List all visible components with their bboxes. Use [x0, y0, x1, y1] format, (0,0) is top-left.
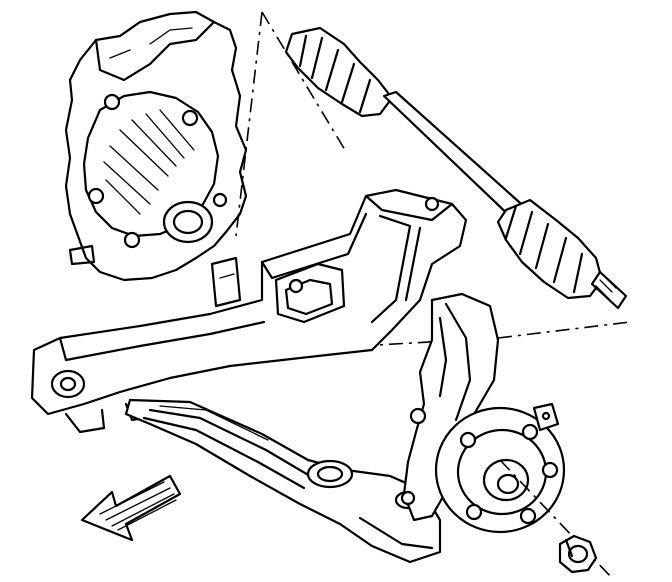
- front-subframe: [30, 188, 468, 434]
- hub-stud-4: [519, 507, 537, 525]
- output-seal: [162, 200, 214, 244]
- housing-bolt-5: [212, 192, 228, 208]
- subframe-hole-1: [288, 278, 304, 294]
- housing-bolt-3: [87, 187, 105, 205]
- hub-nut: [558, 534, 598, 574]
- hub-center: [482, 458, 530, 502]
- housing-bolt-1: [103, 93, 121, 111]
- wheel-hub: [434, 402, 566, 534]
- subframe-mount-right: [424, 196, 440, 212]
- inner-cv-boot: [284, 26, 394, 118]
- steering-knuckle: [400, 292, 500, 522]
- transaxle-housing: [64, 10, 248, 282]
- hub-stud-2: [521, 423, 539, 441]
- callout-lines: [235, 11, 631, 347]
- hub-stud-1: [459, 431, 477, 449]
- hub-stud-3: [541, 461, 559, 479]
- housing-bolt-4: [123, 231, 141, 249]
- housing-bolt-2: [181, 109, 199, 127]
- hub-stud-5: [465, 503, 483, 521]
- ball-joint-boss: [306, 459, 354, 489]
- lower-control-arm: [124, 398, 442, 564]
- knuckle-bolt-lower: [400, 490, 416, 506]
- vehicle-front-arrow: [80, 474, 182, 542]
- drive-axle-shaft: [284, 26, 628, 310]
- knuckle-bolt-upper: [409, 407, 427, 425]
- subframe-mount-left: [50, 369, 86, 399]
- outer-cv-boot: [496, 198, 604, 300]
- splined-stub: [590, 270, 628, 310]
- housing-ribs: [103, 109, 195, 215]
